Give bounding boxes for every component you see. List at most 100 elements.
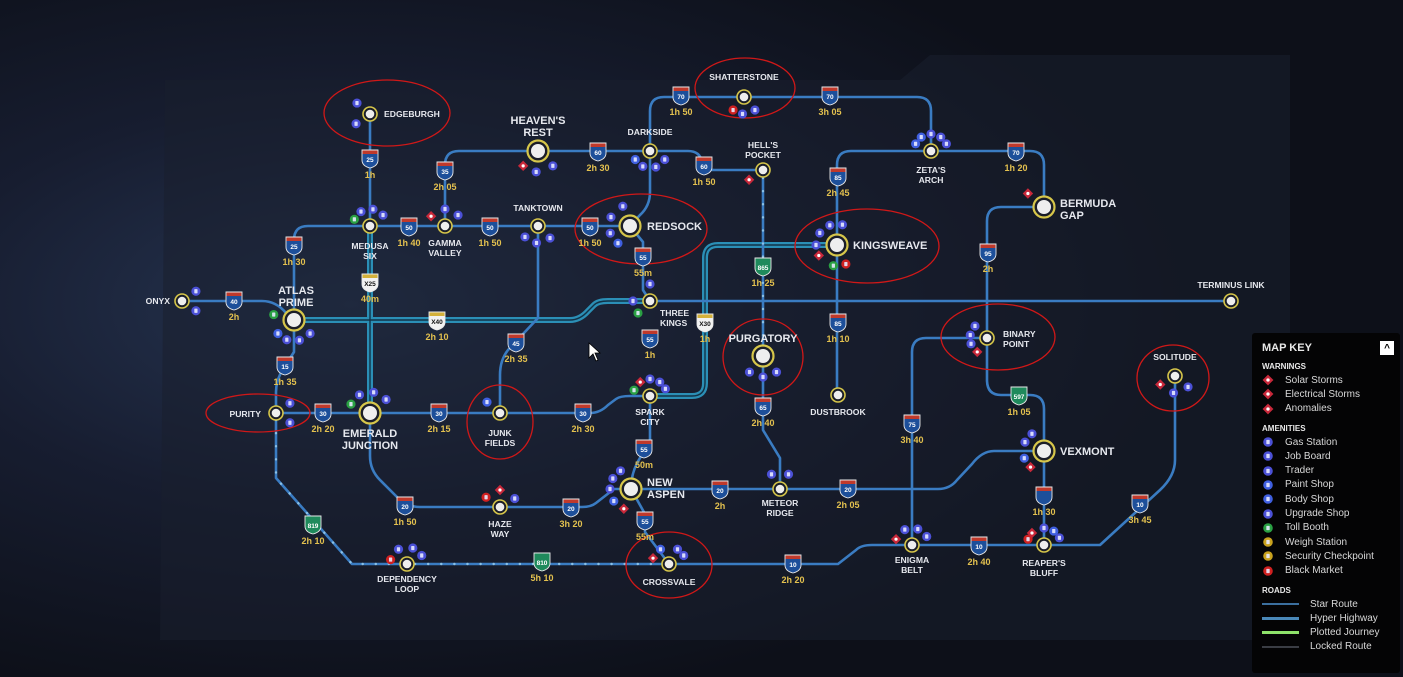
location-marker-icon[interactable]: [492, 405, 508, 421]
location-label: POCKET: [745, 150, 782, 160]
interstate-shield-icon: 35: [436, 161, 454, 181]
key-road-label: Locked Route: [1310, 641, 1372, 653]
location-dustbrook[interactable]: DUSTBROOK: [810, 387, 866, 417]
body-shop-icon: [916, 132, 926, 142]
travel-time: 2h 15: [427, 424, 450, 434]
location-label: ZETA'S: [916, 165, 946, 175]
location-label: ATLAS: [278, 285, 314, 297]
location-marker-icon[interactable]: [268, 405, 284, 421]
location-marker-icon[interactable]: [830, 387, 846, 403]
travel-time: 1h 50: [669, 107, 692, 117]
location-marker-icon[interactable]: [772, 481, 788, 497]
location-marker-icon[interactable]: [437, 218, 453, 234]
trader-icon: [378, 210, 388, 220]
location-kingsweave[interactable]: KINGSWEAVE: [811, 220, 927, 271]
security-checkpoint-icon: [1263, 551, 1273, 562]
location-purity[interactable]: PURITY: [229, 398, 295, 428]
location-marker-icon[interactable]: [1032, 439, 1056, 463]
job-board-icon: [1168, 388, 1179, 398]
shield-number: 10: [789, 562, 797, 569]
location-label: PRIME: [279, 297, 314, 309]
job-board-icon: [744, 367, 755, 377]
location-marker-icon[interactable]: [362, 218, 378, 234]
location-marker-icon[interactable]: [923, 143, 939, 159]
location-marker-icon[interactable]: [1036, 537, 1052, 553]
location-marker-icon[interactable]: [736, 89, 752, 105]
location-marker-icon[interactable]: [618, 214, 642, 238]
location-marker-icon[interactable]: [358, 401, 382, 425]
location-label: SIX: [363, 251, 377, 261]
key-item-label: Weigh Station: [1285, 536, 1348, 548]
gas-station-icon: [825, 220, 835, 230]
location-marker-icon[interactable]: [530, 218, 546, 234]
location-marker-icon[interactable]: [755, 162, 771, 178]
interstate-shield-icon: 95: [979, 243, 997, 263]
location-vexmont[interactable]: VEXMONT: [1019, 429, 1115, 473]
location-marker-icon[interactable]: [1032, 195, 1056, 219]
travel-time: 55m: [634, 268, 652, 278]
key-road-label: Hyper Highway: [1310, 612, 1378, 624]
location-shatterstone[interactable]: SHATTERSTONE: [709, 72, 779, 119]
location-purgatory[interactable]: PURGATORY: [729, 333, 799, 382]
location-marker-icon[interactable]: [282, 308, 306, 332]
location-marker-icon[interactable]: [174, 293, 190, 309]
location-marker-icon[interactable]: [979, 330, 995, 346]
interstate-shield-icon: [1035, 486, 1053, 506]
location-marker-icon[interactable]: [904, 537, 920, 553]
location-terminus-link[interactable]: TERMINUS LINK: [1197, 280, 1265, 309]
location-marker-icon[interactable]: [492, 499, 508, 515]
location-marker-icon[interactable]: [362, 106, 378, 122]
location-tanktown[interactable]: TANKTOWN: [513, 203, 563, 248]
location-darkside[interactable]: DARKSIDE: [628, 127, 673, 172]
travel-time: 2h 30: [571, 424, 594, 434]
gas-station-icon: [408, 543, 418, 553]
shield-number: 55: [646, 337, 654, 344]
location-marker-icon[interactable]: [1223, 293, 1239, 309]
location-marker-icon[interactable]: [399, 556, 415, 572]
trader-icon: [645, 279, 655, 289]
location-edgeburgh[interactable]: EDGEBURGH: [351, 98, 440, 129]
gas-station-icon: [1263, 437, 1273, 447]
location-marker-icon[interactable]: [642, 293, 658, 309]
location-marker-icon[interactable]: [642, 388, 658, 404]
interstate-shield-icon: 55: [636, 511, 654, 531]
location-marker-icon[interactable]: [642, 143, 658, 159]
travel-time: 2h 35: [504, 354, 527, 364]
shield-number: 70: [677, 94, 685, 101]
location-onyx[interactable]: ONYX: [146, 286, 201, 316]
location-marker-icon[interactable]: [825, 233, 849, 257]
location-marker-icon[interactable]: [1167, 368, 1183, 384]
interstate-shield-icon: 10: [1131, 494, 1149, 514]
key-item-solar-storm: Solar Storms: [1262, 373, 1390, 387]
location-marker-icon[interactable]: [619, 477, 643, 501]
collapse-map-key-button[interactable]: ^: [1380, 341, 1394, 355]
location-redsock[interactable]: REDSOCK: [605, 201, 702, 248]
location-marker-icon[interactable]: [526, 139, 550, 163]
location-marker-icon[interactable]: [661, 556, 677, 572]
location-marker-icon[interactable]: [751, 344, 775, 368]
job-board-icon: [926, 129, 936, 139]
gas-station-icon: [608, 473, 618, 484]
